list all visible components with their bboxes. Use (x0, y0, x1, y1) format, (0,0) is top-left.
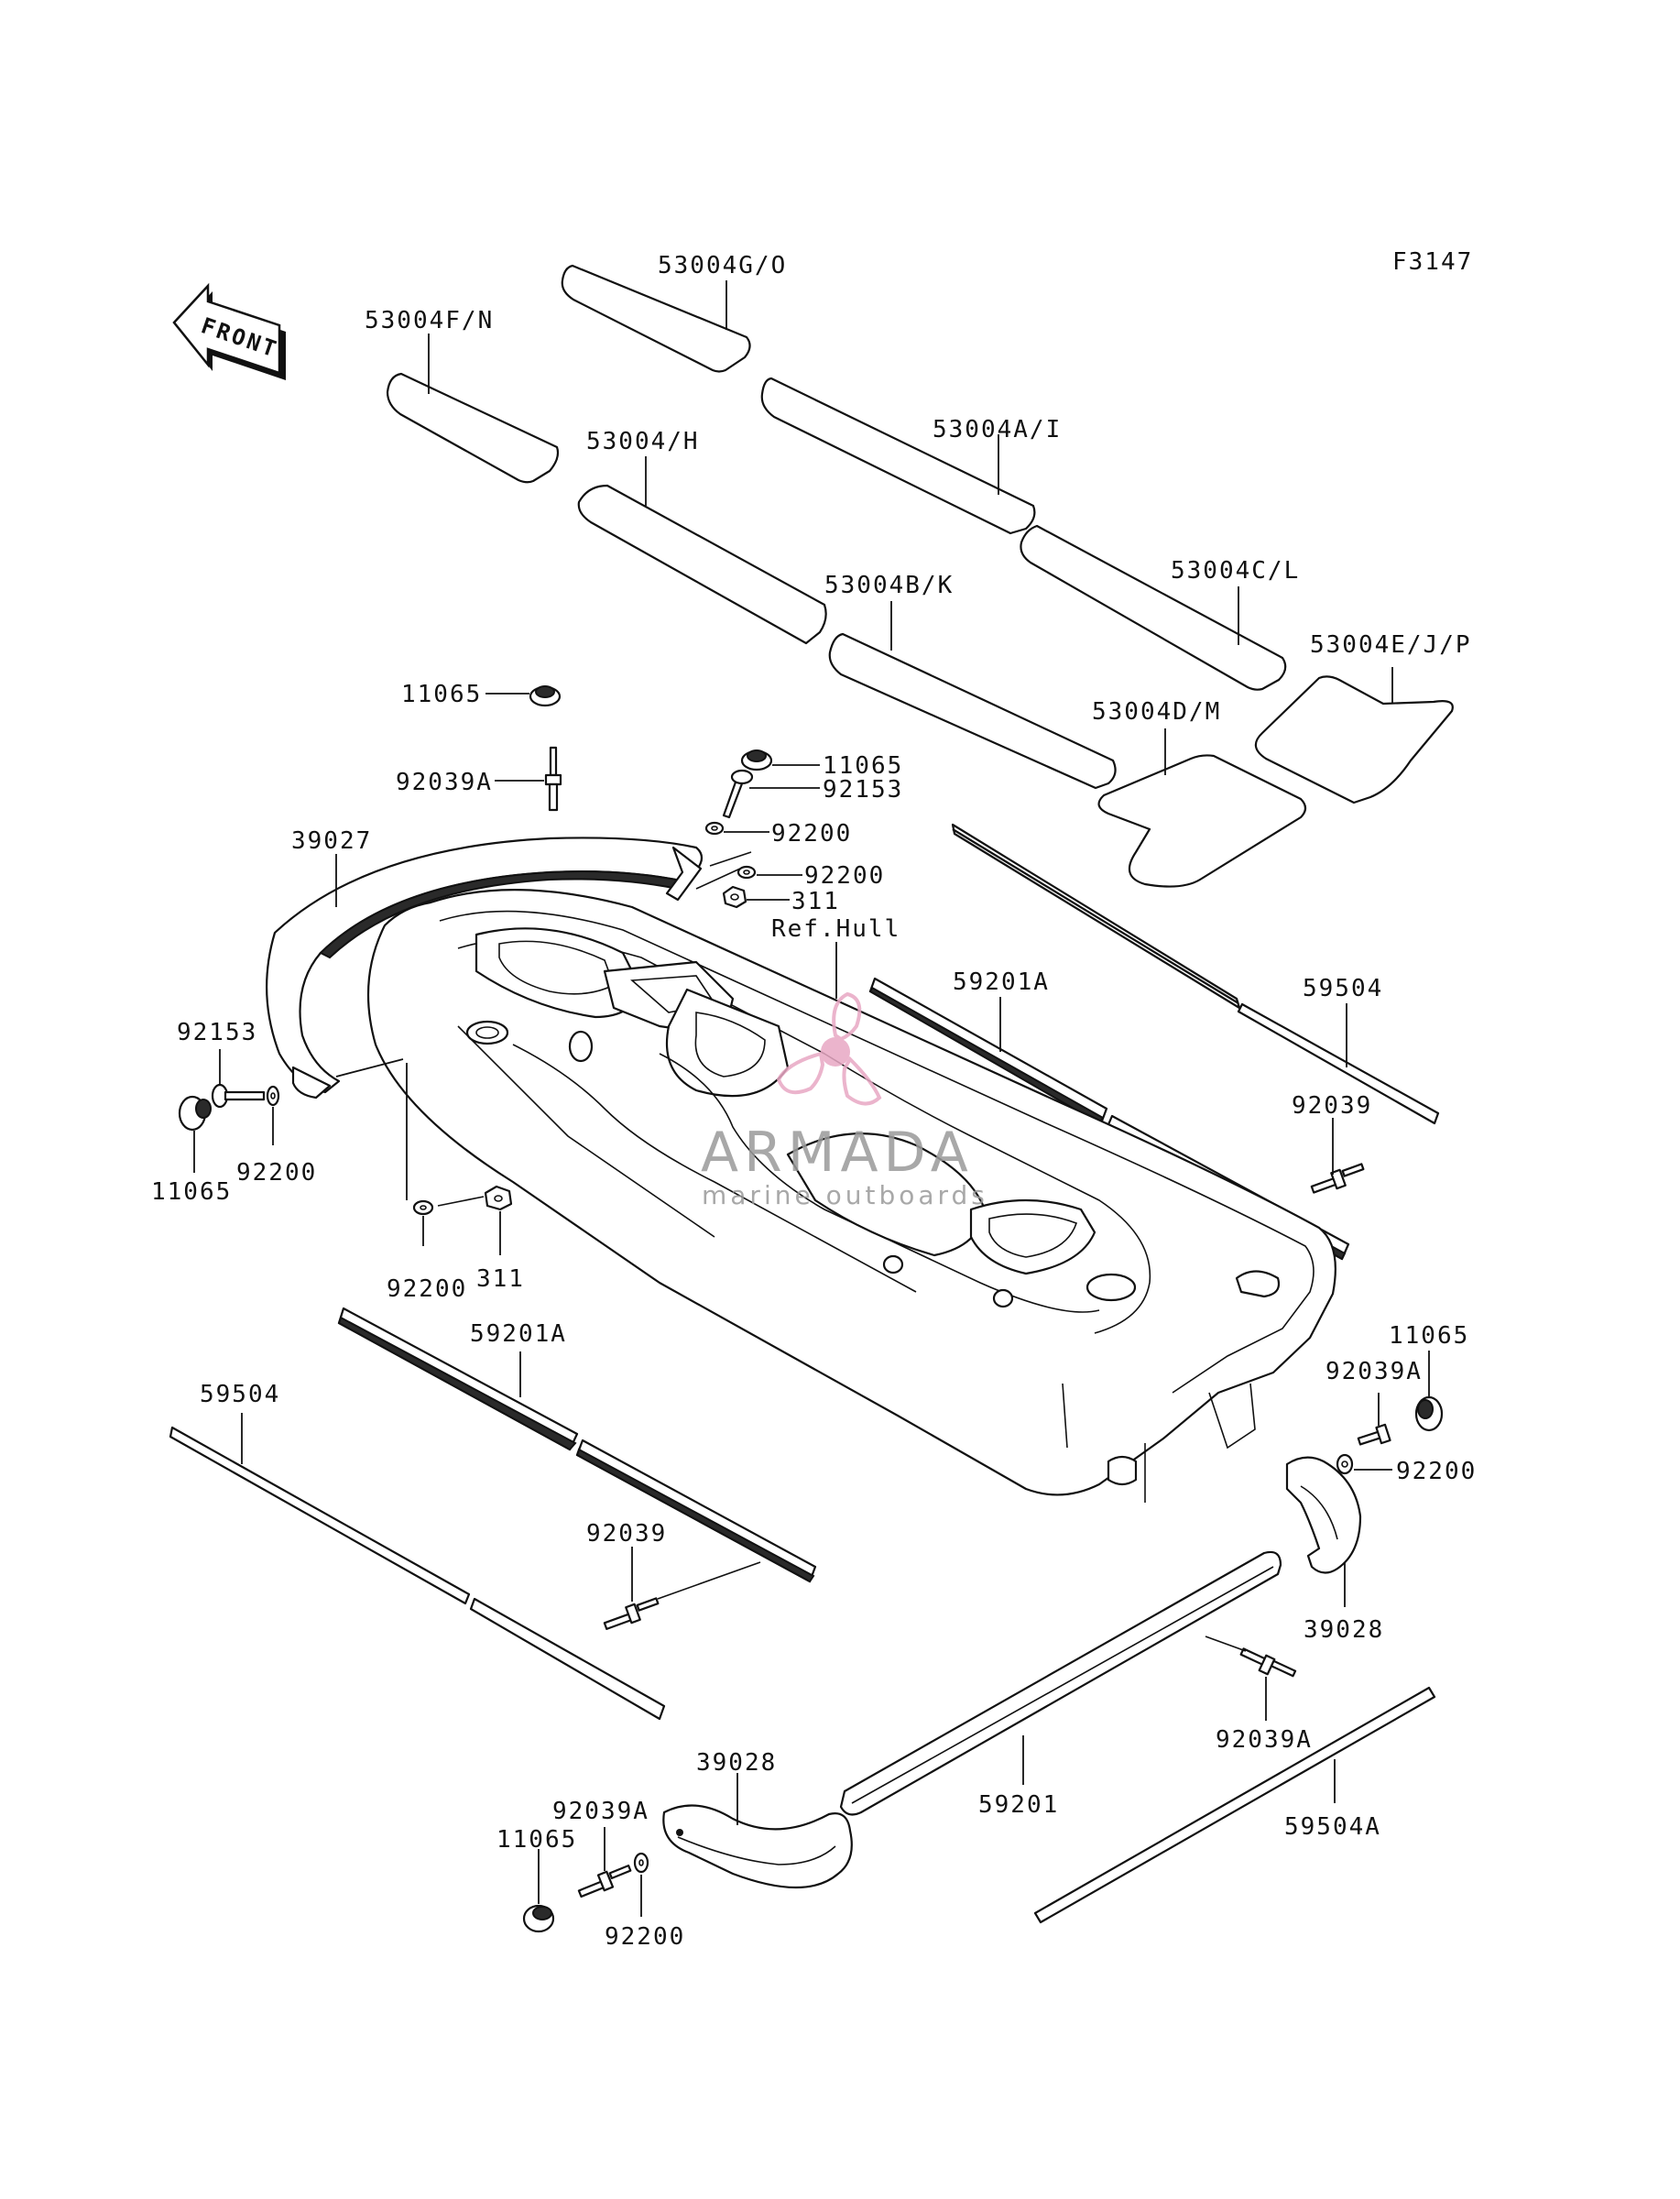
label-11065-right: 11065 (1389, 1322, 1469, 1350)
watermark-brand: ARMADA (701, 1121, 974, 1185)
label-53004a-i: 53004A/I (933, 416, 1062, 443)
washer-92200-top-2 (695, 851, 802, 890)
label-11065-top: 11065 (401, 681, 482, 708)
side-strip-left (169, 1413, 666, 1721)
nut-311-top (722, 885, 790, 909)
guard-rail-left (337, 1307, 817, 1583)
washer-92200-top-1 (704, 821, 769, 836)
cap-11065-bottom (522, 1849, 555, 1933)
label-39027: 39027 (291, 827, 372, 855)
deck-mat-e-j-p (1254, 667, 1454, 804)
label-92200-mid: 92200 (387, 1275, 467, 1303)
cap-11065-right (1414, 1351, 1444, 1432)
label-311-mid: 311 (476, 1265, 525, 1293)
label-92153-left: 92153 (177, 1019, 257, 1046)
label-53004d-m: 53004D/M (1092, 698, 1221, 726)
rivet-92039a-bottom-right (1205, 1636, 1297, 1721)
deck-mat-g-o (561, 264, 751, 373)
label-59201a-left: 59201A (470, 1320, 567, 1348)
watermark: ARMADA marine outboards (701, 991, 988, 1210)
washer-92200-bottom (633, 1852, 649, 1917)
label-11065-right-top: 11065 (823, 752, 903, 780)
label-11065-bottom: 11065 (496, 1826, 577, 1854)
deck-mat-b-k (828, 601, 1117, 790)
bolt-92153-top (722, 769, 820, 819)
watermark-tagline: marine outboards (702, 1180, 988, 1210)
label-53004f-n: 53004F/N (365, 307, 494, 334)
label-53004g-o: 53004G/O (658, 252, 787, 279)
label-59504-left: 59504 (200, 1381, 280, 1408)
front-bumper (266, 837, 704, 1100)
rivet-92039-left (603, 1547, 761, 1630)
washer-92200-right (1336, 1453, 1392, 1475)
figure-code: F3147 (1392, 248, 1473, 276)
rear-bumper-right (1285, 1456, 1362, 1607)
washer-92200-mid (406, 1063, 434, 1246)
label-ref-hull: Ref.Hull (771, 915, 900, 943)
side-strip-bottom (1033, 1686, 1436, 1924)
cap-11065-top (485, 685, 562, 707)
deck-mat-f-n (386, 334, 560, 484)
label-92200-right: 92200 (1396, 1458, 1477, 1485)
label-59504-right: 59504 (1303, 975, 1383, 1002)
deck-mat-h (577, 456, 827, 645)
label-92039a-bottom-right: 92039A (1216, 1726, 1313, 1754)
label-11065-left: 11065 (151, 1178, 232, 1206)
label-53004c-l: 53004C/L (1171, 557, 1300, 585)
label-53004e-j-p: 53004E/J/P (1310, 631, 1472, 659)
rivet-92039-right (1310, 1118, 1365, 1194)
front-arrow-icon: FRONT (172, 282, 286, 380)
label-92153-top: 92153 (823, 776, 903, 804)
label-92200-bottom: 92200 (605, 1923, 685, 1951)
hull-reference (366, 889, 1336, 1503)
nut-311-mid (437, 1185, 513, 1255)
label-92200-top-2: 92200 (804, 862, 885, 890)
rivet-92039a-bottom-left (577, 1827, 632, 1898)
deck-mat-a-i (760, 377, 1036, 535)
cap-11065-left (178, 1095, 212, 1173)
label-92039-left: 92039 (586, 1520, 667, 1548)
label-39028-bottom: 39028 (696, 1749, 777, 1777)
label-53004-h: 53004/H (586, 428, 700, 455)
label-92200-top-1: 92200 (771, 820, 852, 848)
label-92039a-top: 92039A (396, 769, 493, 796)
deck-mat-c-l (1020, 524, 1287, 691)
guard-rail-bottom (839, 1550, 1282, 1816)
propeller-logo-icon (776, 991, 882, 1106)
cap-11065-right-top (740, 749, 820, 771)
rivet-92039a-right (1357, 1393, 1391, 1446)
label-59504a-bottom: 59504A (1284, 1813, 1381, 1841)
deck-mat-d-m (1097, 728, 1307, 888)
label-59201a-right: 59201A (953, 968, 1050, 996)
label-92039a-right: 92039A (1325, 1358, 1423, 1385)
label-92039a-bottom-left: 92039A (552, 1798, 649, 1825)
rear-bumper-bottom (662, 1773, 853, 1889)
side-strip-right (951, 823, 1440, 1125)
label-59201-bottom: 59201 (978, 1791, 1059, 1819)
rivet-92039a-top (495, 746, 562, 812)
label-311-top: 311 (791, 888, 840, 915)
label-92039-right: 92039 (1292, 1092, 1372, 1120)
bolt-92153-left (211, 1049, 266, 1109)
washer-92200-left (266, 1085, 280, 1145)
label-39028-right: 39028 (1304, 1616, 1384, 1644)
label-92200-left: 92200 (236, 1159, 317, 1187)
label-53004b-k: 53004B/K (824, 572, 954, 599)
